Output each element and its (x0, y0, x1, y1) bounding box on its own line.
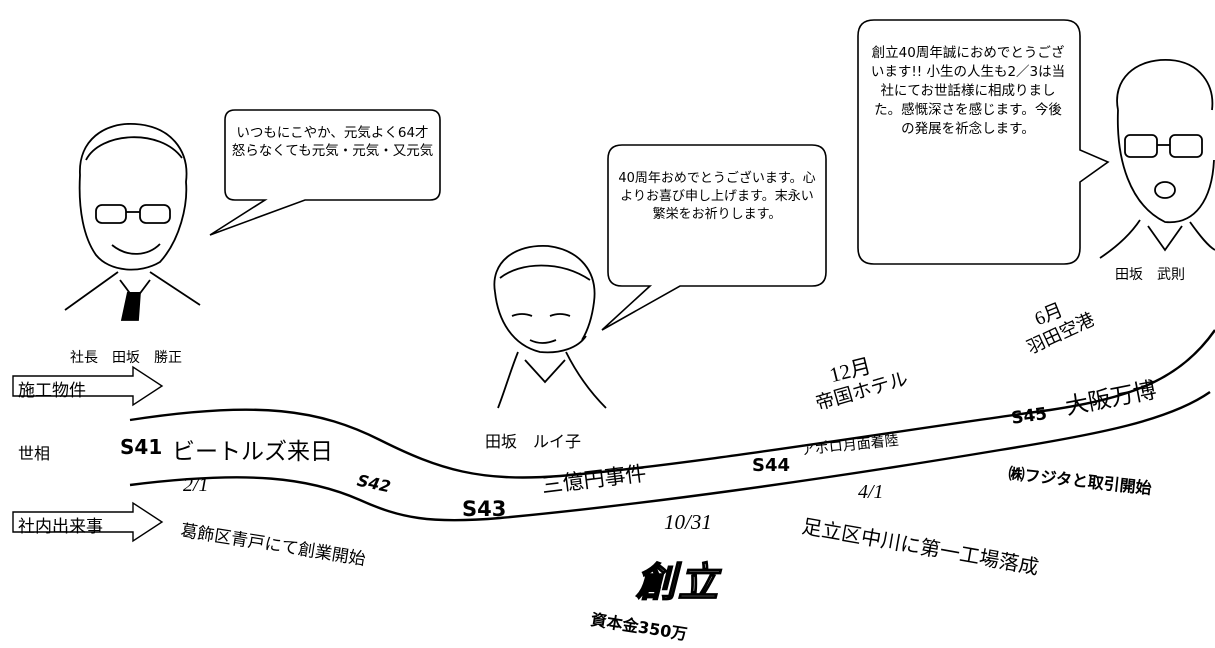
timeline-band-bottom (129, 391, 1211, 522)
s43-year: S43 (462, 497, 507, 521)
founding-mark: 創立 (635, 559, 720, 606)
s41-event: ビートルズ来日 (172, 439, 333, 464)
s43-date: 10/31 (664, 510, 712, 534)
takenori-caption: 田坂 武則 (1115, 268, 1185, 283)
president-bubble (209, 109, 441, 236)
projects-arrow (12, 365, 164, 407)
president-bubble-text: いつもにこやか、元気よく64才 怒らなくても元気・元気・又元気 (231, 125, 434, 159)
projects-label: 施工物件 (18, 381, 86, 400)
company-arrow (12, 501, 164, 543)
s44-year: S44 (752, 455, 791, 476)
s44-date: 4/1 (858, 481, 884, 503)
company-label: 社内出来事 (18, 517, 103, 536)
world-label: 世相 (18, 446, 51, 463)
president-portrait (64, 123, 201, 321)
louise-bubble-text: 40周年おめでとうございます。心よりお喜び申し上げます。末永い繁栄をお祈りします… (618, 171, 816, 222)
timeline-band-top (129, 329, 1215, 479)
s41-year: S41 (120, 435, 163, 459)
takenori-portrait (1099, 59, 1215, 259)
s42-date: 2/1 (183, 474, 209, 496)
louise-bubble (601, 144, 827, 331)
louise-portrait (493, 245, 607, 409)
takenori-bubble-text: 創立40周年誠におめでとうございます!! 小生の人生も2／3は当社にてお世話様に… (870, 45, 1066, 137)
president-caption: 社長 田坂 勝正 (70, 351, 182, 366)
louise-caption: 田坂 ルイ子 (485, 434, 582, 451)
takenori-bubble (857, 19, 1110, 265)
